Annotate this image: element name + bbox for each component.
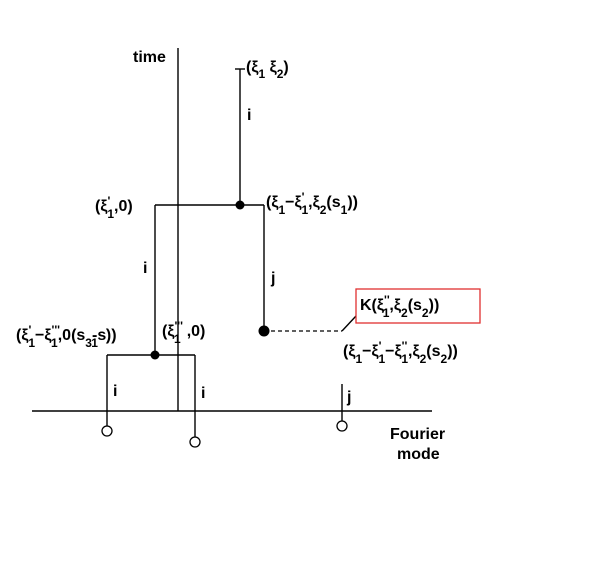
root-label: (ξ1 ξ2): [246, 59, 289, 81]
lower-right-label: (ξ1−ξ'1−ξ''1,ξ2(s2)): [343, 339, 458, 366]
leaf-left: [101, 425, 113, 437]
edge-label-bottom-mid: i: [201, 385, 205, 402]
edge-label-bottom-left: i: [113, 383, 117, 400]
lower-mid-label: (ξ'''1,0): [162, 319, 205, 346]
lower-node: [150, 350, 160, 360]
kernel-box-border: [355, 288, 481, 324]
upper-node: [235, 200, 245, 210]
kernel-node: [258, 325, 270, 337]
time-axis-label: time: [133, 49, 166, 66]
edge-label-top: i: [247, 107, 251, 124]
leaf-right: [336, 420, 348, 432]
lower-left-label: (ξ'1−ξ'''1,0(s3-s1)): [16, 323, 117, 350]
fourier-axis-label: Fourier: [390, 426, 445, 443]
edge-label-right: j: [270, 270, 275, 287]
edge-label-bottom-right: j: [346, 389, 351, 406]
upper-right-label: (ξ1−ξ'1,ξ2(s1)): [266, 190, 358, 217]
mode-axis-label: mode: [397, 446, 440, 463]
kernel-connector: [341, 315, 357, 332]
upper-left-label: (ξ'1,0): [95, 194, 133, 221]
kernel-box-label: K(ξ''1,ξ2(s2)): [360, 293, 439, 320]
leaf-mid: [189, 436, 201, 448]
edge-label-left: i: [143, 260, 147, 277]
